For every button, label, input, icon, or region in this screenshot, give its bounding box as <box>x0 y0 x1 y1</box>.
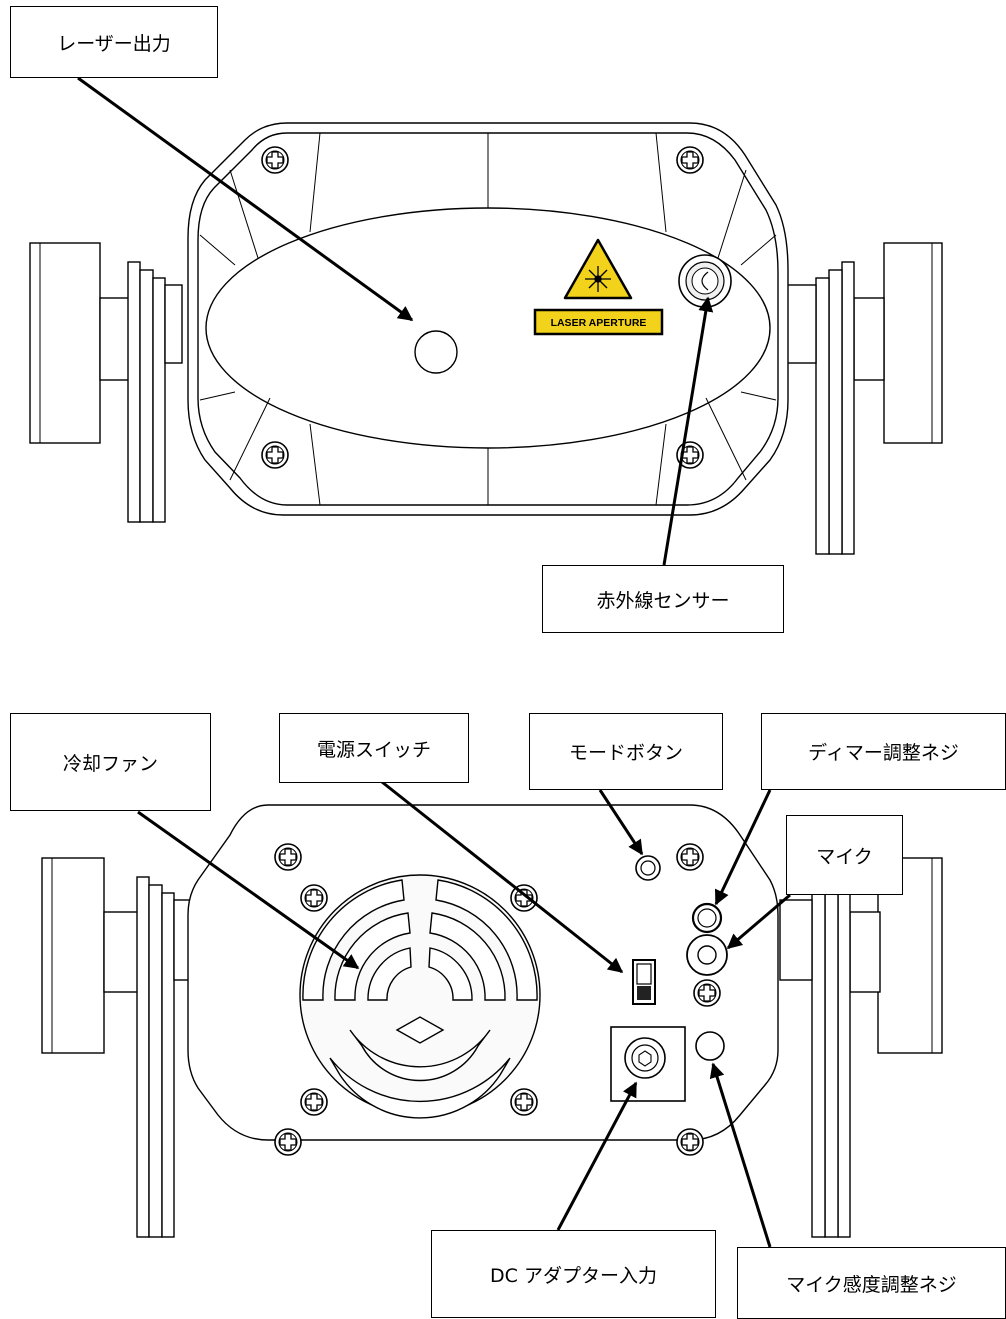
laser-output-arrow <box>77 76 414 322</box>
dimmer-knob-arrow <box>714 789 772 906</box>
mic-sensitivity-knob <box>695 1031 725 1061</box>
laser-starburst <box>585 266 611 292</box>
mic-arrow <box>726 893 791 950</box>
left-bracket-rear <box>41 857 195 1238</box>
laser-warning-text: LASER APERTURE <box>551 317 647 329</box>
power-switch-arrow <box>381 780 624 974</box>
dimmer-knob <box>691 902 723 934</box>
mic-sensitivity-label: マイク感度調整ネジ <box>737 1247 1006 1319</box>
cooling-fan-arrow <box>137 810 360 970</box>
mode-button <box>635 855 661 881</box>
microphone <box>686 934 728 976</box>
dimmer-knob-label: ディマー調整ネジ <box>761 713 1006 790</box>
power-switch <box>632 959 656 1005</box>
laser-warning-label: LASER APERTURE <box>533 238 664 336</box>
laser-output-label: レーザー出力 <box>10 6 218 78</box>
cooling-fan-label: 冷却ファン <box>10 713 211 811</box>
right-bracket-front <box>783 242 943 555</box>
right-bracket-rear <box>779 857 943 1238</box>
ir-sensor-label: 赤外線センサー <box>542 565 784 633</box>
laser-warning-plate <box>533 308 664 336</box>
front-housing <box>187 122 789 516</box>
ir-sensor <box>678 254 732 308</box>
dc-input-arrow <box>556 1081 638 1231</box>
power-switch-label: 電源スイッチ <box>279 713 469 783</box>
rear-view <box>41 780 943 1248</box>
mode-button-label: モードボタン <box>529 713 723 790</box>
left-bracket-front <box>29 242 183 523</box>
mode-button-arrow <box>598 789 644 856</box>
laser-aperture <box>414 330 458 374</box>
mic-sensitivity-arrow <box>709 1062 772 1248</box>
front-view: LASER APERTURE <box>29 76 943 566</box>
dc-input-jack <box>610 1026 686 1102</box>
cooling-fan-grille <box>299 874 541 1119</box>
mic-label: マイク <box>786 815 903 895</box>
dc-input-label: DC アダプター入力 <box>431 1230 716 1318</box>
ir-sensor-arrow <box>662 296 714 566</box>
